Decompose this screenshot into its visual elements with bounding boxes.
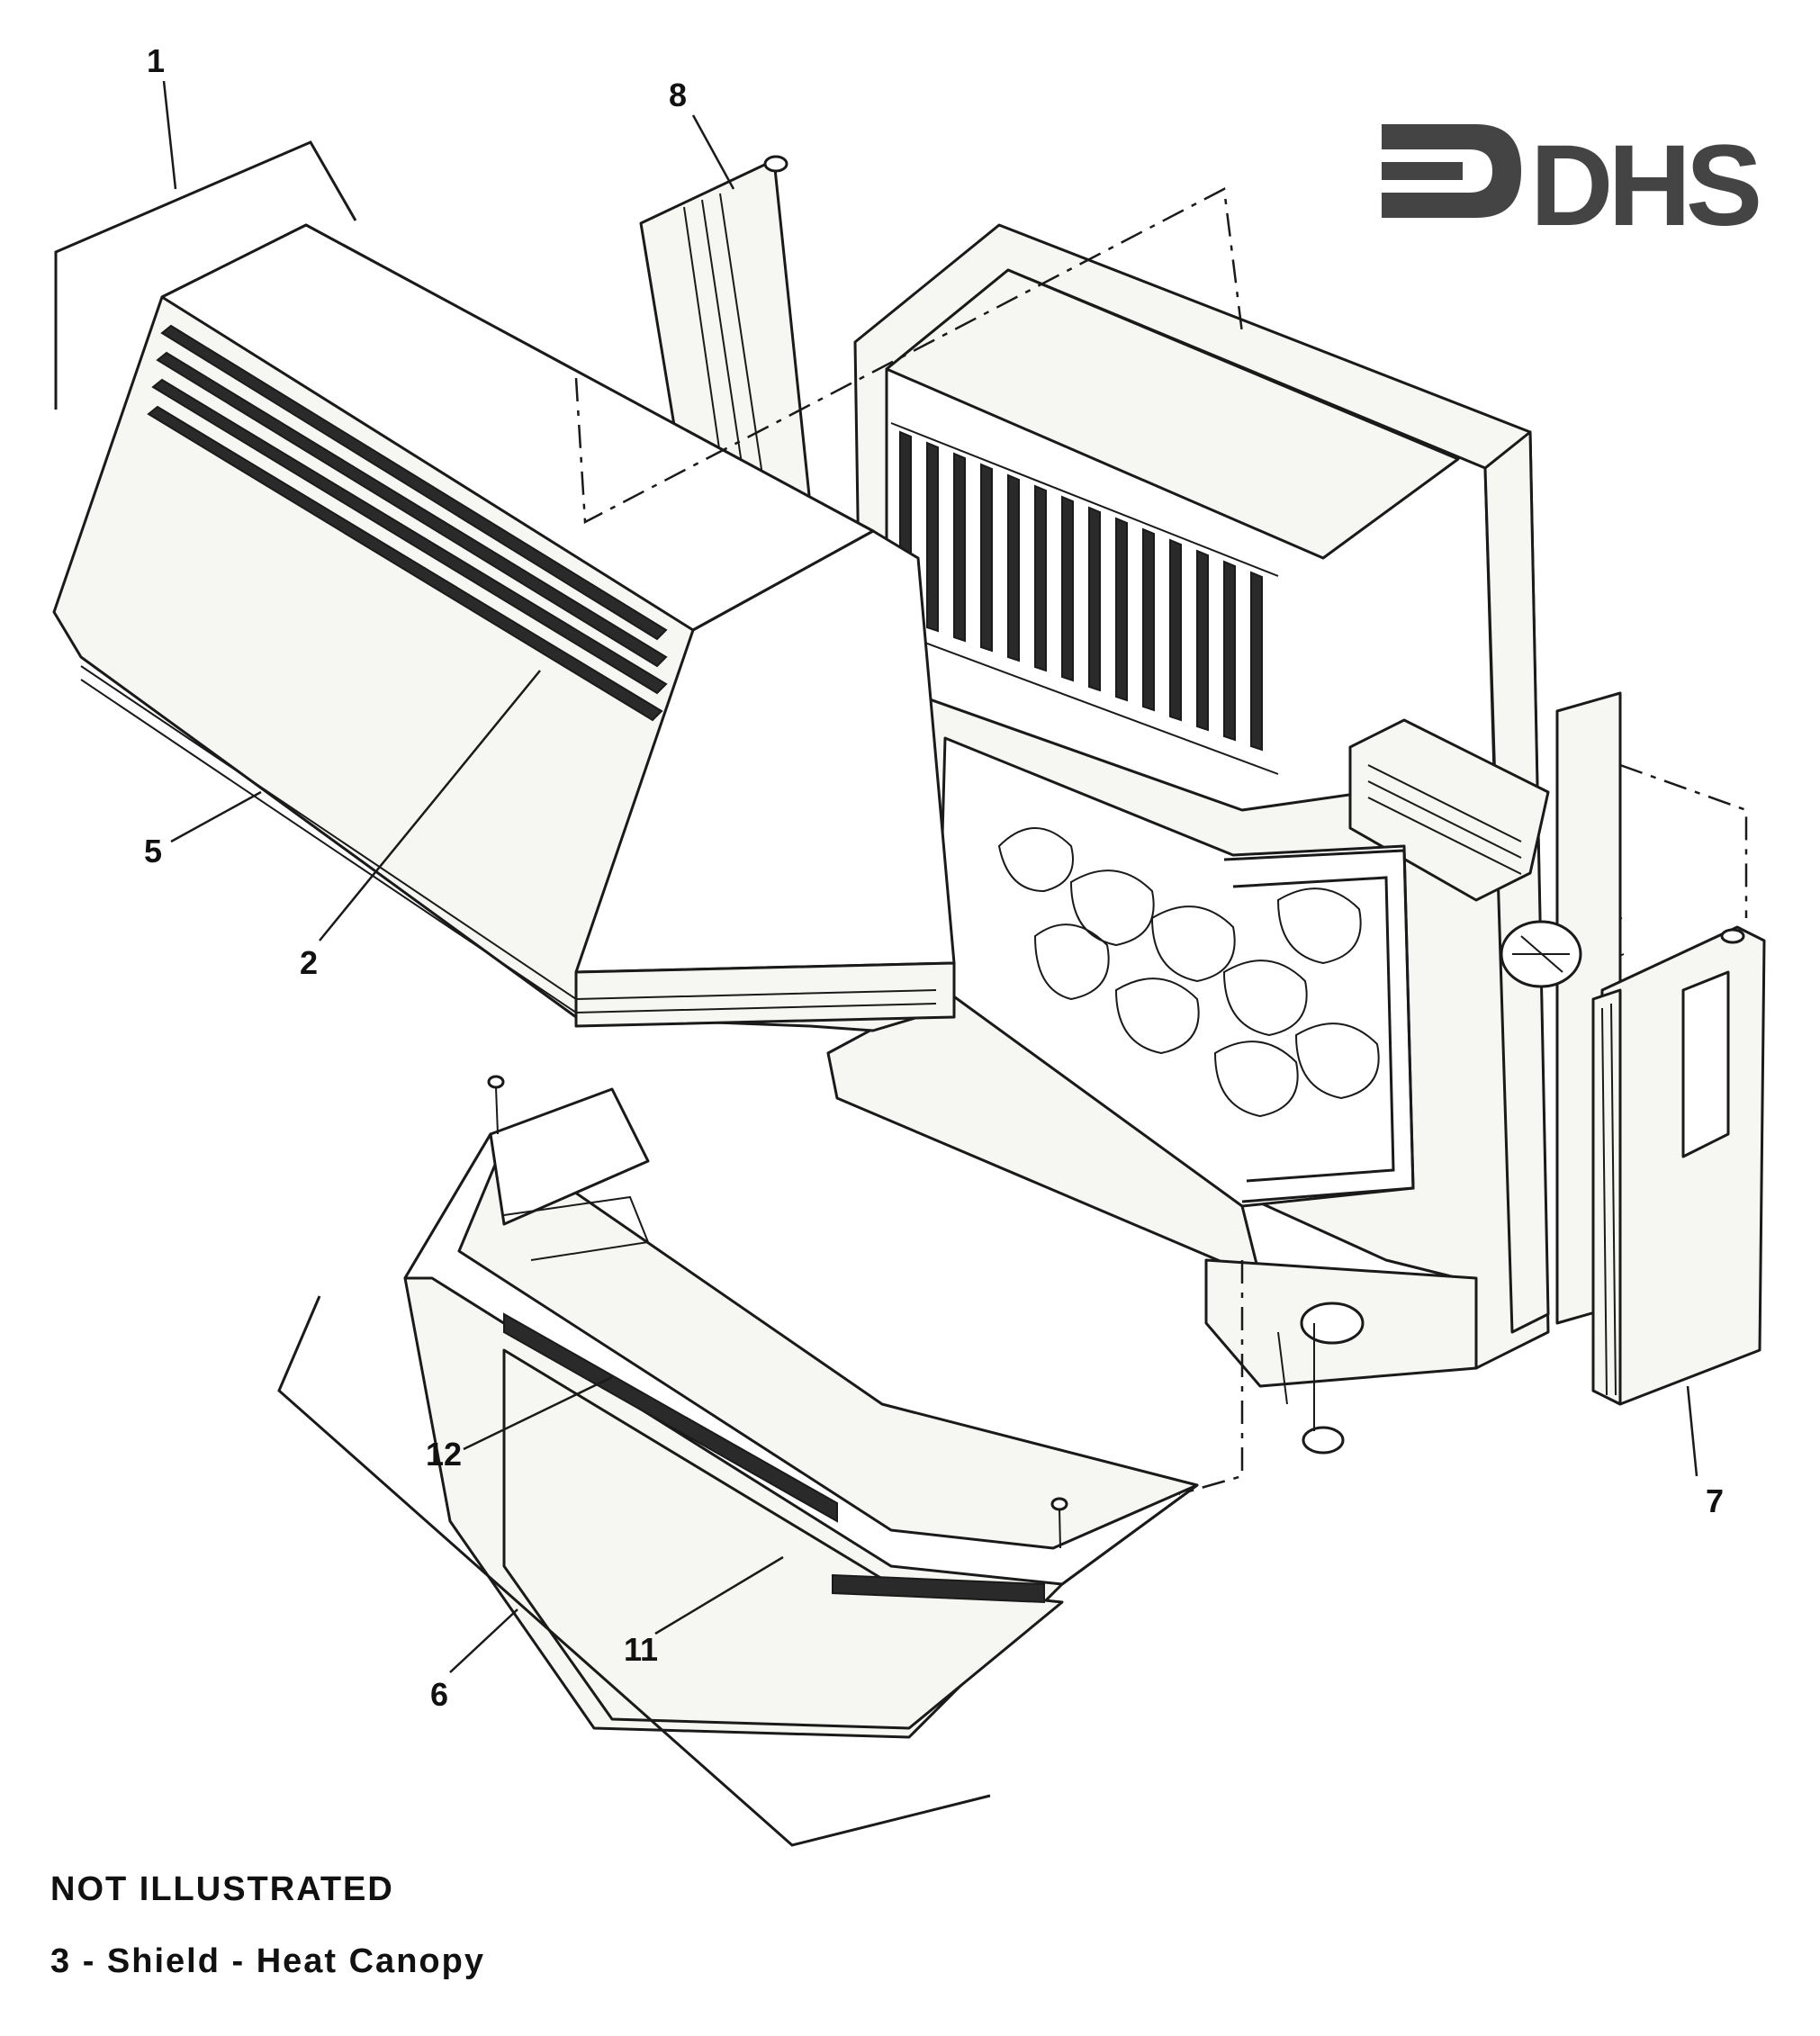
- not-illustrated-item: 3 - Shield - Heat Canopy: [50, 1942, 485, 1980]
- callout-6: 6: [430, 1676, 448, 1713]
- control-grille: [1367, 764, 1522, 875]
- alignment-lines: [574, 187, 1748, 1496]
- panel-edge-ridges: [1601, 1003, 1617, 1396]
- callout-1: 1: [147, 42, 165, 79]
- fuel-bed-coals: [997, 827, 1380, 1118]
- canopy-hood: [52, 223, 956, 1032]
- right-side-panel: [1591, 925, 1766, 1406]
- callout-7: 7: [1706, 1482, 1724, 1519]
- dhs-logo: DHS: [1368, 101, 1764, 250]
- heat-exchanger-fins: [890, 422, 1279, 775]
- base-fret: [403, 1075, 1199, 1739]
- fire-body: [826, 223, 1630, 1455]
- control-knob-icon: [1500, 920, 1582, 988]
- callout-labels: 1 2 5 6 7 8 11 12: [144, 42, 1724, 1713]
- group-bracket-1: [54, 140, 357, 410]
- not-illustrated-heading: NOT ILLUSTRATED: [50, 1870, 394, 1908]
- callout-5: 5: [144, 833, 162, 869]
- gas-valve: [1277, 1302, 1365, 1455]
- callout-2: 2: [300, 944, 318, 981]
- callout-8: 8: [669, 77, 687, 113]
- logo-text: DHS: [1530, 122, 1759, 250]
- logo-arrow-icon: [1382, 124, 1521, 218]
- group-bracket-6: [277, 1295, 991, 1847]
- callout-11: 11: [624, 1631, 658, 1668]
- callout-12: 12: [426, 1436, 462, 1473]
- fret-trim: [503, 1312, 1045, 1604]
- leader-lines: [162, 80, 1698, 1673]
- canopy-louvres: [147, 324, 668, 722]
